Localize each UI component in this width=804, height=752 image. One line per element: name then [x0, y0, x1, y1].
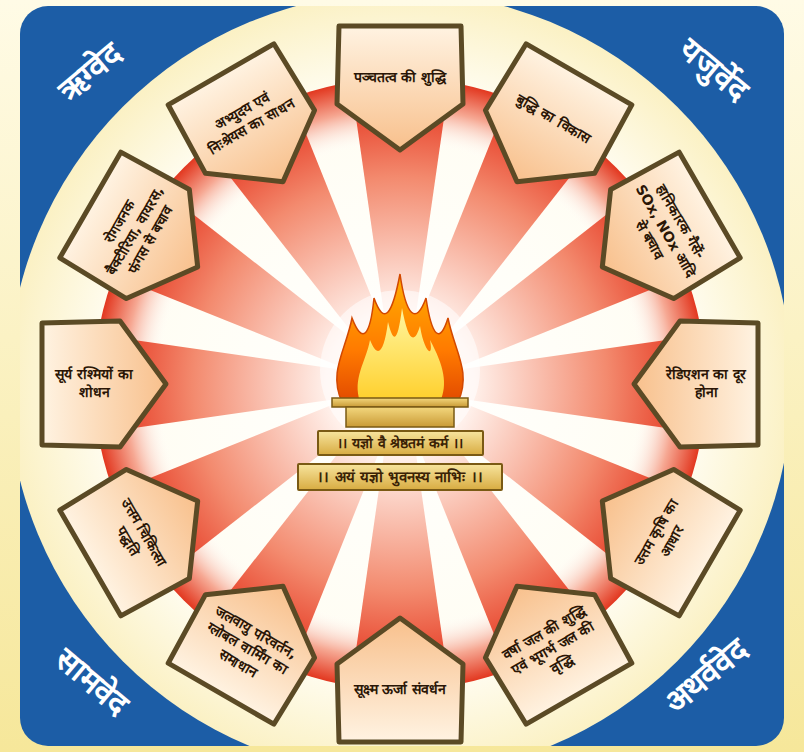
pentagon-shape [58, 150, 228, 321]
pentagon-shape [337, 26, 463, 150]
light-disc [20, 6, 784, 746]
pentagon-outline [332, 20, 468, 156]
benefit-pentagon: सूक्ष्म ऊर्जा संवर्धन [332, 612, 468, 748]
pentagon-shape [58, 446, 228, 617]
pentagon-shape [42, 321, 166, 447]
ray-group [134, 118, 666, 650]
flame-outer [337, 274, 463, 402]
benefit-text: रेडिएशन का दूर होना [654, 366, 758, 402]
mantra-text: ।। यज्ञो वै श्रेष्ठतमं कर्म ।। [319, 432, 482, 453]
altar-band: ।। यज्ञो वै श्रेष्ठतमं कर्म ।। [317, 430, 484, 456]
red-ring [94, 78, 706, 690]
mantra-text: ।। अयं यज्ञो भुवनस्य नाभिः ।। [299, 465, 501, 487]
flame-inner [358, 308, 445, 402]
pentagon-shape [571, 150, 741, 321]
pentagon-shape [166, 42, 337, 212]
pentagon-outline [332, 612, 468, 748]
pentagon-shape [166, 555, 337, 725]
pentagon-shape [571, 446, 741, 617]
benefit-text: सूर्य रश्मियों का शोधन [42, 366, 146, 402]
fire [337, 274, 463, 402]
pentagon-shape [634, 321, 758, 447]
benefit-pentagon: रेडिएशन का दूर होना [628, 316, 764, 452]
benefit-text: सूक्ष्म ऊर्जा संवर्धन [348, 681, 452, 699]
altar-band: ।। अयं यज्ञो भुवनस्य नाभिः ।। [297, 463, 503, 491]
benefit-pentagon: पञ्चतत्व की शुद्धि [332, 20, 468, 156]
pentagon-shape [462, 555, 633, 725]
altar-top [332, 398, 468, 407]
altar-slab [346, 407, 454, 427]
benefit-text: पञ्चतत्व की शुद्धि [348, 69, 452, 87]
pentagon-shape [462, 42, 633, 212]
benefit-pentagon: सूर्य रश्मियों का शोधन [36, 316, 172, 452]
pentagon-shape [337, 618, 463, 742]
